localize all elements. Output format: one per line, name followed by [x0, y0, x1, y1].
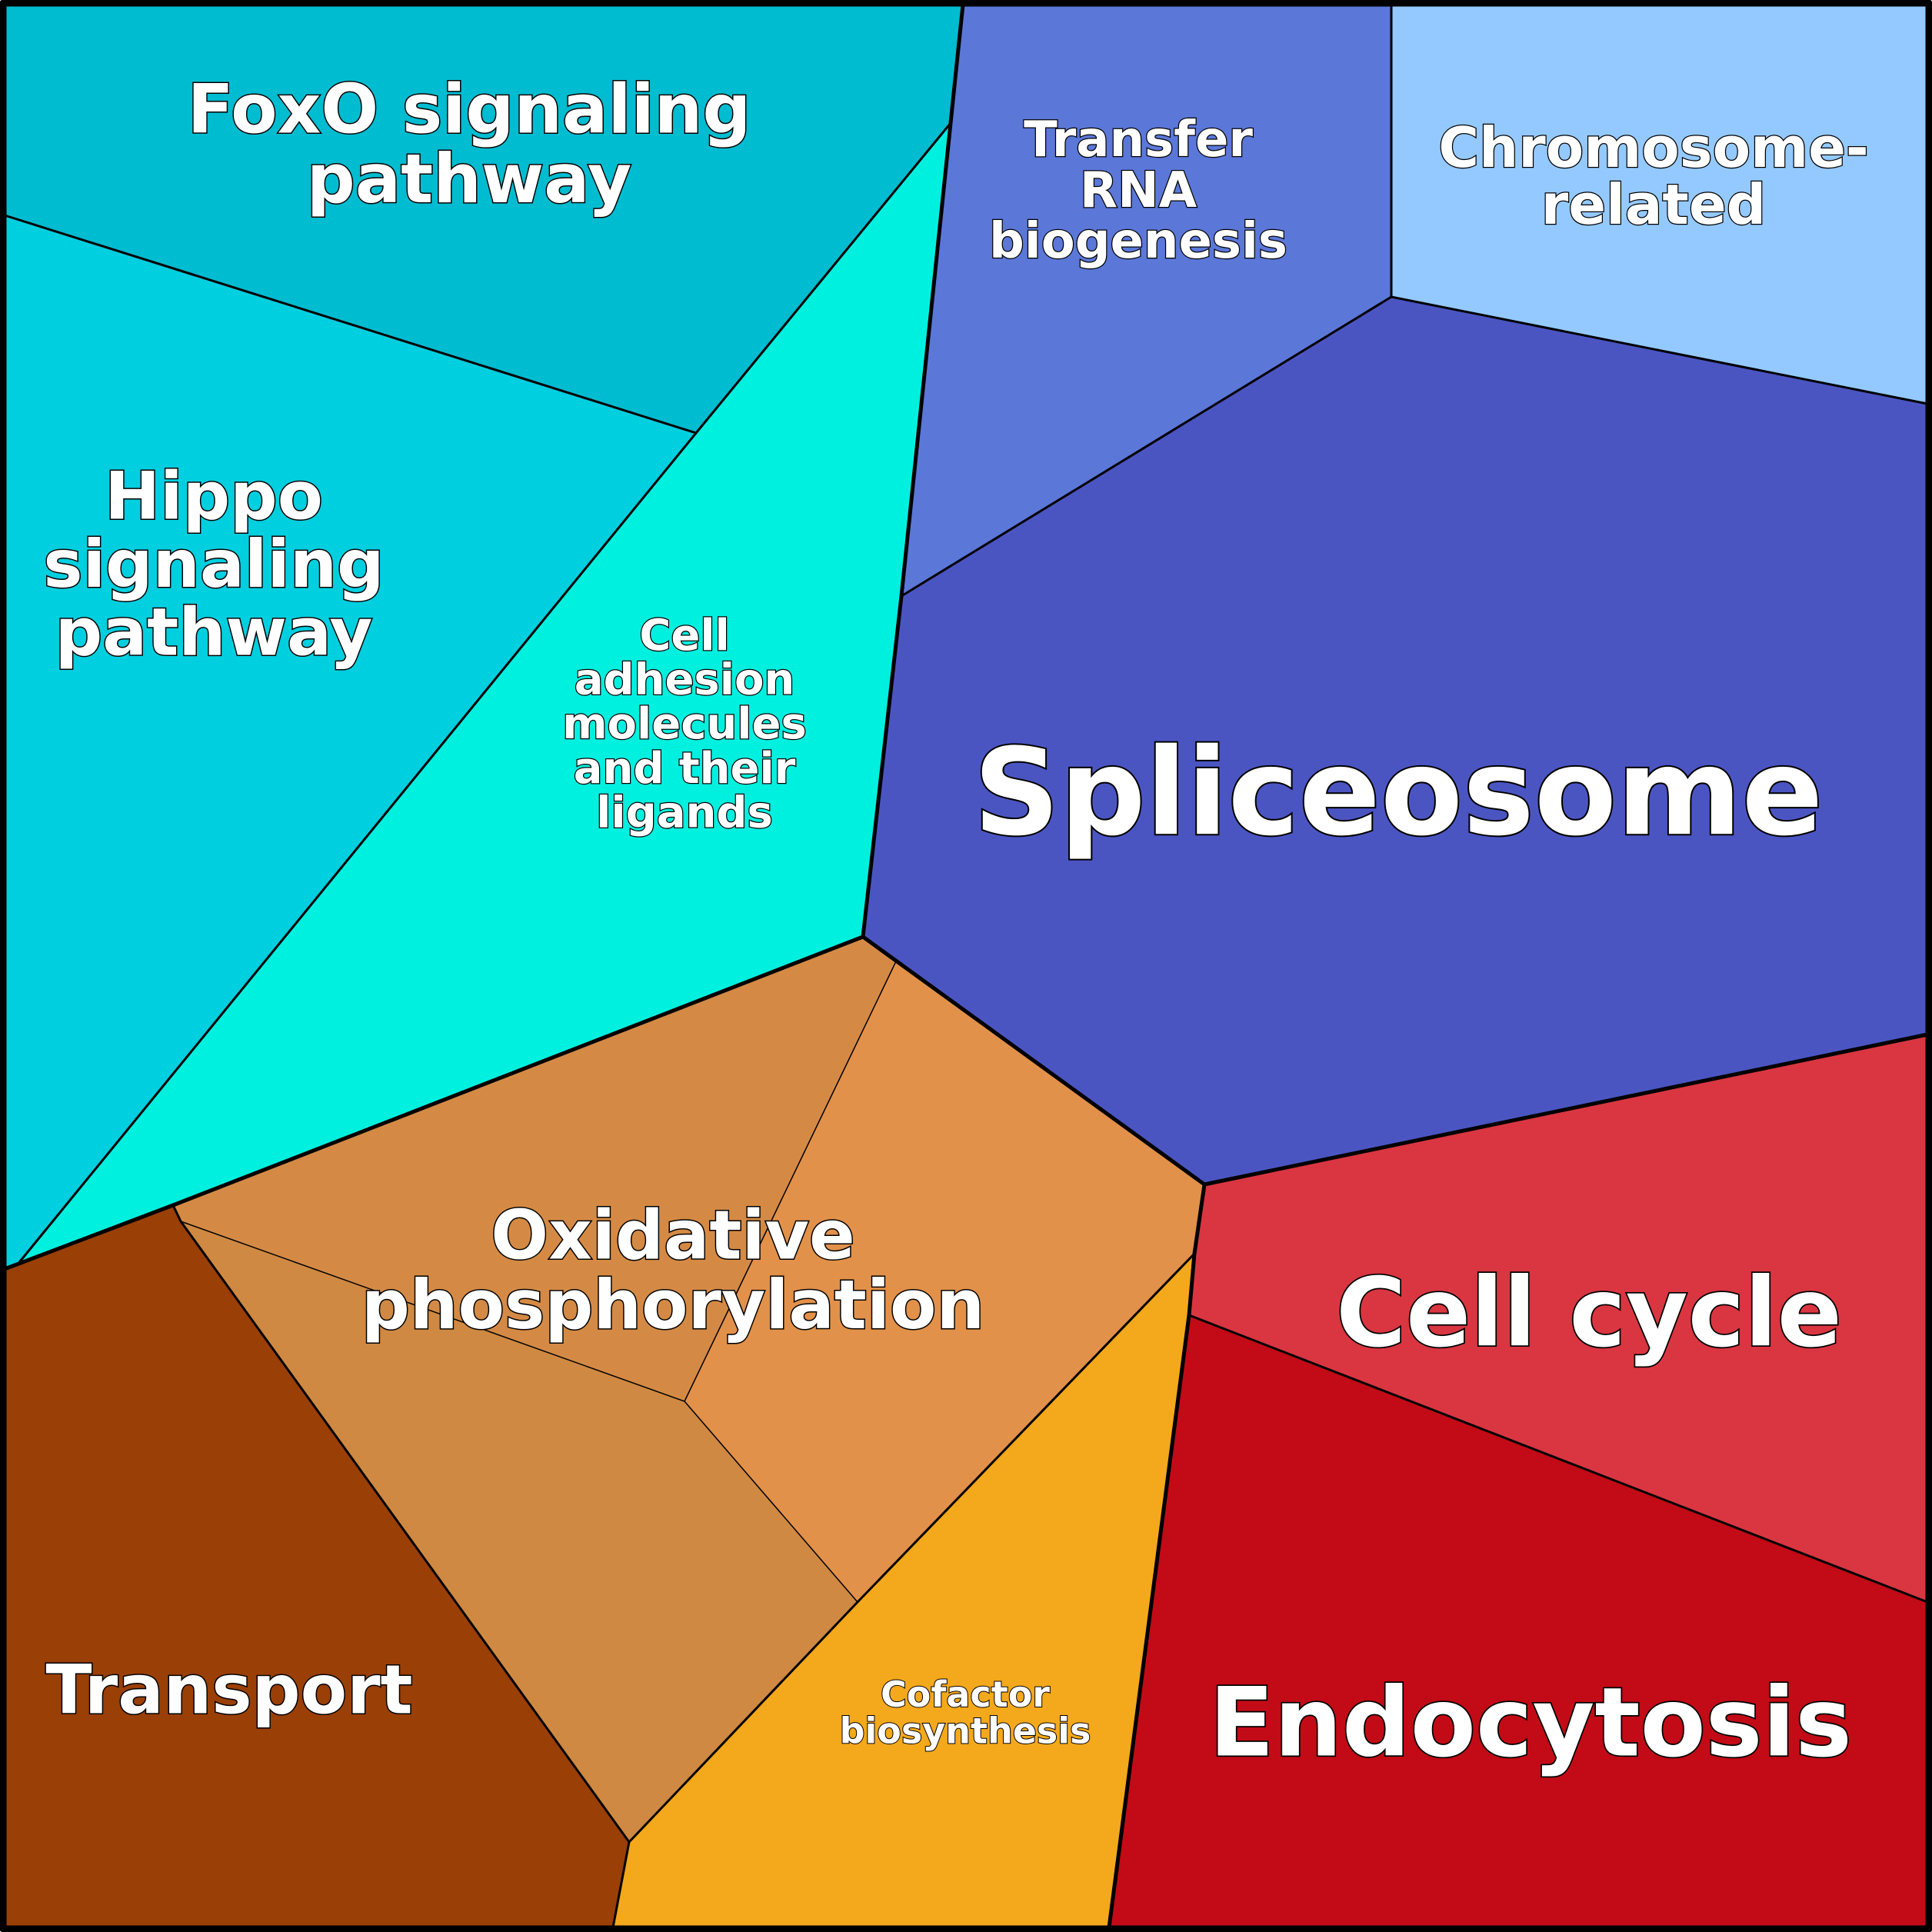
label-spliceosome: Spliceosome: [974, 722, 1824, 862]
cofactor-label-line: biosynthesis: [840, 1710, 1091, 1751]
cell-oxphos-b: [685, 961, 1204, 1602]
label-cell-cycle: Cell cycle: [1336, 1258, 1842, 1369]
cell-cell-cycle: [1189, 1034, 1927, 1602]
hippo-label-line: pathway: [55, 595, 373, 671]
trna-label-line: Transfer: [1024, 112, 1253, 168]
border-main-right-lower: [1107, 1182, 1207, 1930]
label-chromosome: Chromosome-related: [1438, 115, 1869, 237]
foxo-label-line: FoxO signaling: [188, 69, 751, 148]
cell-adhesion-label-line: adhesion: [575, 655, 795, 705]
hippo-label-line: Hippo: [105, 458, 323, 535]
cell-hippo: [5, 215, 696, 1269]
cell-cofactor: [613, 1254, 1194, 1927]
border-foxo-hippo: [3, 214, 698, 435]
cell-polygons: [5, 5, 1927, 1927]
chromosome-label-line: Chromosome-: [1438, 115, 1869, 180]
cell-oxphos-c: [181, 1221, 858, 1842]
label-endocytosis: Endocytosis: [1209, 1668, 1852, 1779]
border-main-cellcycle-top: [1202, 1032, 1930, 1187]
cell-adhesion-label-line: and their: [574, 744, 796, 794]
border-oxphos-sub-1: [684, 961, 897, 1402]
oxphos-label-line: Oxidative: [491, 1195, 854, 1274]
border-oxphos-sub-2: [180, 1221, 685, 1402]
cell-endocytosis: [1109, 1315, 1927, 1927]
endocytosis-label-line: Endocytosis: [1209, 1668, 1852, 1779]
cell-adhesion-label-line: molecules: [562, 699, 807, 749]
cell-chromosome: [1391, 5, 1927, 404]
cell-adhesion-label-line: Cell: [639, 611, 729, 661]
cell-foxo: [5, 5, 963, 433]
border-oxphos-sub-3: [684, 1401, 858, 1603]
border-main-vertical: [861, 2, 965, 939]
cell-oxphos-a: [173, 937, 896, 1401]
trna-label-line: biogenesis: [989, 213, 1287, 270]
trna-label-line: RNA: [1080, 162, 1198, 219]
foxo-label-line: pathway: [307, 139, 631, 218]
hippo-label-line: signaling: [43, 526, 384, 603]
cell-cycle-label-line: Cell cycle: [1336, 1258, 1842, 1369]
border-hippo-adhesion: [15, 431, 698, 1267]
border-foxo-adhesion: [695, 122, 952, 435]
chromosome-label-line: related: [1541, 172, 1766, 237]
oxphos-label-line: phosphorylation: [361, 1265, 984, 1344]
label-transport: Transport: [45, 1651, 412, 1730]
border-transport-cofactor: [611, 1840, 631, 1929]
border-main-oxphos-top: [2, 934, 1207, 1271]
cell-transport: [5, 1205, 629, 1927]
border-chromosome-spliceosome: [1390, 295, 1929, 405]
cell-spliceosome: [863, 297, 1927, 1184]
transport-label-line: Transport: [45, 1651, 412, 1730]
spliceosome-label-line: Spliceosome: [974, 722, 1824, 862]
cell-trna: [901, 5, 1391, 596]
cofactor-label-line: Cofactor: [881, 1674, 1050, 1715]
border-trna-spliceosome: [900, 295, 1393, 598]
cell-adhesion-label-line: ligands: [596, 788, 773, 838]
border-cellcycle-endocytosis: [1188, 1314, 1929, 1604]
